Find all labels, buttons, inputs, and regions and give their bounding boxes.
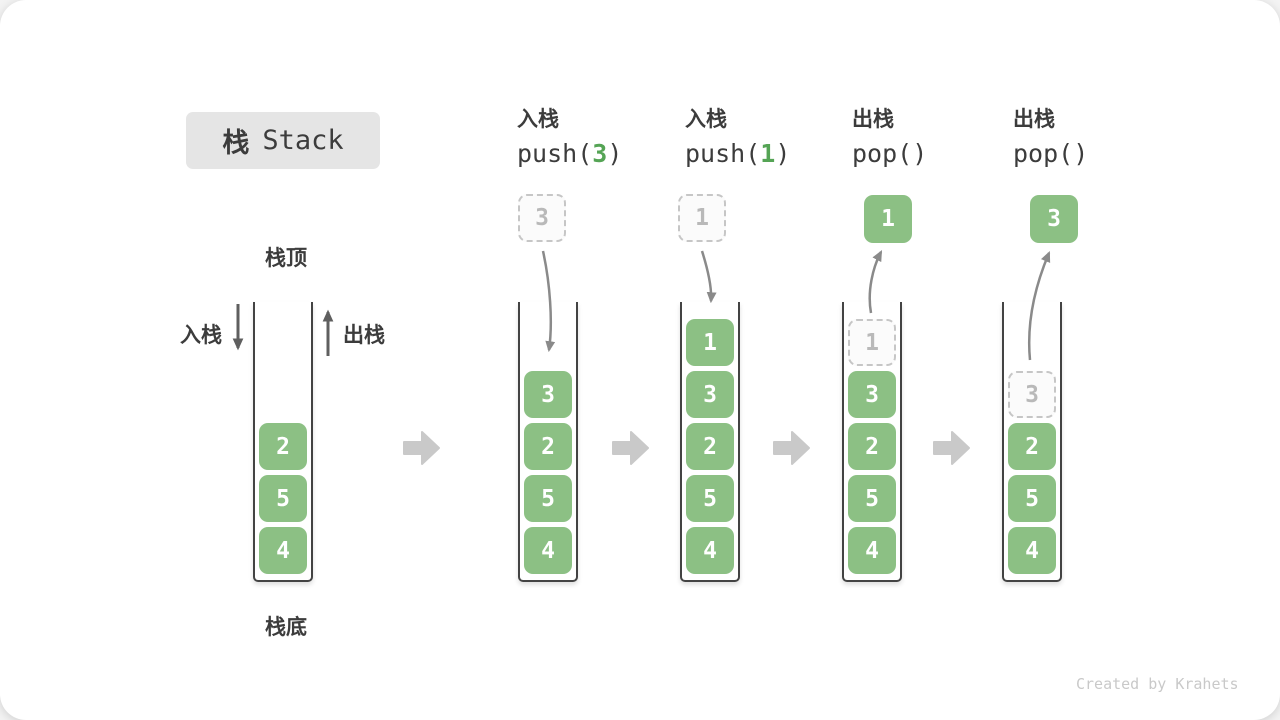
- stack-top-label: 栈顶: [265, 246, 307, 270]
- stack-item: 4: [259, 527, 307, 574]
- pop-side-label: 出栈: [343, 323, 385, 347]
- popped-element-3: 3: [1030, 195, 1078, 243]
- step2-code-arg: 1: [760, 139, 776, 168]
- next-step-arrow-icon: [773, 431, 810, 465]
- stack-item: 5: [686, 475, 734, 522]
- popped-element-1: 1: [864, 195, 912, 243]
- stack-bottom-label: 栈底: [265, 615, 307, 639]
- stack-item: 2: [686, 423, 734, 470]
- step1-op-label: 入栈: [517, 107, 559, 131]
- stack-after-push-3: 3 2 5 4: [518, 302, 578, 582]
- next-step-arrow-icon: [403, 431, 440, 465]
- stack-item: 5: [524, 475, 572, 522]
- incoming-element-3: 3: [518, 194, 566, 242]
- title-en: Stack: [262, 125, 344, 156]
- stack-item: 4: [686, 527, 734, 574]
- stack-item: 2: [1008, 423, 1056, 470]
- ghost-item: 1: [848, 319, 896, 366]
- stack-initial: 2 5 4: [253, 302, 313, 582]
- step3-op-label: 出栈: [852, 107, 894, 131]
- stack-item: 4: [524, 527, 572, 574]
- step2-op-label: 入栈: [685, 107, 727, 131]
- step1-code-arg: 3: [592, 139, 608, 168]
- stack-item: 2: [259, 423, 307, 470]
- step4-op-label: 出栈: [1013, 107, 1055, 131]
- stack-item: 3: [524, 371, 572, 418]
- stack-item: 3: [848, 371, 896, 418]
- stack-item: 4: [1008, 527, 1056, 574]
- incoming-element-1: 1: [678, 194, 726, 242]
- step3-code-label: pop(): [852, 139, 928, 168]
- stack-after-pop-1: 1 3 2 5 4: [842, 302, 902, 582]
- step2-code-label: push(1): [685, 139, 791, 168]
- next-step-arrow-icon: [933, 431, 970, 465]
- step1-code-label: push(3): [517, 139, 623, 168]
- next-step-arrow-icon: [612, 431, 649, 465]
- stack-item: 4: [848, 527, 896, 574]
- push-1-curve-arrow-icon: [700, 250, 717, 304]
- ghost-item: 3: [1008, 371, 1056, 418]
- stack-after-push-1: 1 3 2 5 4: [680, 302, 740, 582]
- watermark-credit: Created by Krahets: [1076, 675, 1239, 693]
- stack-item: 3: [686, 371, 734, 418]
- stack-item: 2: [848, 423, 896, 470]
- stack-item: 1: [686, 319, 734, 366]
- push-side-label: 入栈: [180, 323, 222, 347]
- title-badge: 栈 Stack: [186, 112, 380, 169]
- stack-item: 5: [259, 475, 307, 522]
- stack-item: 5: [848, 475, 896, 522]
- title-zh: 栈: [222, 128, 250, 159]
- stack-item: 5: [1008, 475, 1056, 522]
- step4-code-label: pop(): [1013, 139, 1089, 168]
- stack-after-pop-3: 3 2 5 4: [1002, 302, 1062, 582]
- stack-item: 2: [524, 423, 572, 470]
